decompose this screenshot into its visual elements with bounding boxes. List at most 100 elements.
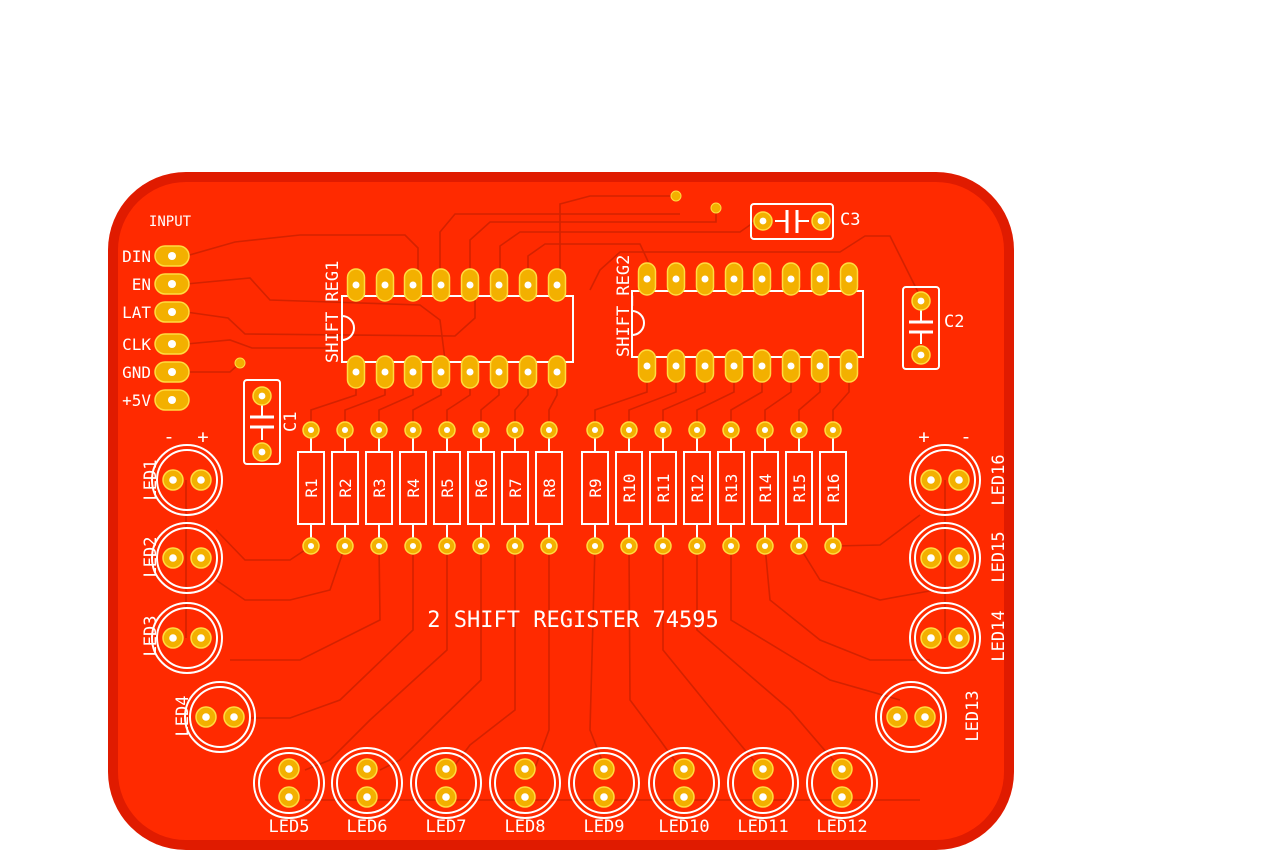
led-outline — [253, 747, 325, 819]
led-outline — [909, 522, 981, 594]
drill-hole — [838, 793, 846, 801]
led: LED6 — [331, 747, 403, 837]
led-label: LED14 — [989, 610, 1009, 661]
ic-ref-label: SHIFT_REG2 — [614, 255, 634, 357]
led-outline-inner — [811, 752, 873, 814]
led-outline-inner — [156, 527, 218, 589]
trace — [185, 277, 447, 369]
trace — [499, 217, 761, 272]
drill-hole — [680, 765, 688, 773]
led-outline — [806, 747, 878, 819]
capacitor-outline — [750, 203, 834, 240]
trace — [454, 546, 516, 766]
led-label: LED3 — [141, 616, 161, 657]
resistor: R13 — [717, 421, 745, 555]
drill-hole — [927, 554, 935, 562]
drill-hole — [341, 426, 349, 434]
header-pin-label: LAT — [122, 303, 151, 322]
led: LED11 — [727, 747, 799, 837]
led-outline-inner — [494, 752, 556, 814]
ic-body-outline — [341, 295, 574, 363]
drill-hole — [659, 542, 667, 550]
polarity-marks: - + + - — [163, 426, 971, 448]
resistor-label: R13 — [722, 474, 741, 503]
resistor-body — [501, 451, 529, 525]
drill-hole — [553, 281, 561, 289]
drill-hole — [375, 542, 383, 550]
header-label: INPUT — [149, 214, 192, 230]
resistor-label: R2 — [336, 478, 355, 497]
drill-hole — [917, 297, 925, 305]
trace — [832, 514, 921, 547]
resistor-label: R12 — [688, 474, 707, 503]
drill-hole — [169, 634, 177, 642]
drill-hole — [442, 793, 450, 801]
resistor-label: R7 — [506, 478, 525, 497]
led: LED16 — [909, 444, 1009, 516]
resistor-body — [297, 451, 325, 525]
drill-hole — [466, 368, 474, 376]
capacitor-c3: C3 — [750, 203, 860, 240]
drill-hole — [495, 281, 503, 289]
drill-hole — [285, 765, 293, 773]
drill-hole — [921, 713, 929, 721]
led-outline-inner — [914, 527, 976, 589]
drill-hole — [477, 426, 485, 434]
drill-hole — [761, 542, 769, 550]
led-label: LED4 — [173, 696, 193, 737]
led-label: LED8 — [505, 817, 546, 837]
led: LED3 — [141, 602, 223, 674]
drill-hole — [168, 280, 176, 288]
drill-hole — [672, 362, 680, 370]
drill-hole — [466, 281, 474, 289]
resistor: R12 — [683, 421, 711, 555]
drill-hole — [591, 426, 599, 434]
drill-hole — [169, 554, 177, 562]
via — [670, 190, 682, 202]
drill-hole — [759, 217, 767, 225]
drill-hole — [829, 426, 837, 434]
trace — [534, 546, 550, 769]
resistor-label: R16 — [824, 474, 843, 503]
led-outline-inner — [732, 752, 794, 814]
drill-hole — [307, 426, 315, 434]
drill-hole — [352, 368, 360, 376]
drill-hole — [197, 554, 205, 562]
led: LED1 — [141, 444, 223, 516]
drill-hole — [759, 765, 767, 773]
capacitor-label: C2 — [944, 312, 964, 332]
resistor-body — [365, 451, 393, 525]
ic-shift-reg1: SHIFT_REG1 — [323, 261, 574, 389]
resistor-label: R8 — [540, 478, 559, 497]
drill-hole — [443, 426, 451, 434]
header-pin: GND — [122, 361, 190, 383]
drill-hole — [701, 362, 709, 370]
ic-ref-label: SHIFT_REG1 — [323, 261, 343, 363]
drill-hole — [352, 281, 360, 289]
drill-hole — [787, 275, 795, 283]
header-pin: +5V — [122, 389, 190, 411]
led-outline-inner — [653, 752, 715, 814]
drill-hole — [955, 554, 963, 562]
drill-hole — [845, 362, 853, 370]
drill-hole — [600, 793, 608, 801]
drill-hole — [409, 368, 417, 376]
resistor: R7 — [501, 421, 529, 555]
drill-hole — [285, 793, 293, 801]
drill-hole — [845, 275, 853, 283]
resistor-body — [785, 451, 813, 525]
via — [710, 202, 722, 214]
drill-hole — [197, 634, 205, 642]
resistor: R2 — [331, 421, 359, 555]
resistor: R3 — [365, 421, 393, 555]
led-outline — [909, 444, 981, 516]
led-outline — [909, 602, 981, 674]
drill-hole — [955, 634, 963, 642]
led-label: LED9 — [584, 817, 625, 837]
header-pin-label: CLK — [122, 335, 151, 354]
led-label: LED15 — [989, 531, 1009, 582]
drill-hole — [893, 713, 901, 721]
drill-hole — [409, 542, 417, 550]
